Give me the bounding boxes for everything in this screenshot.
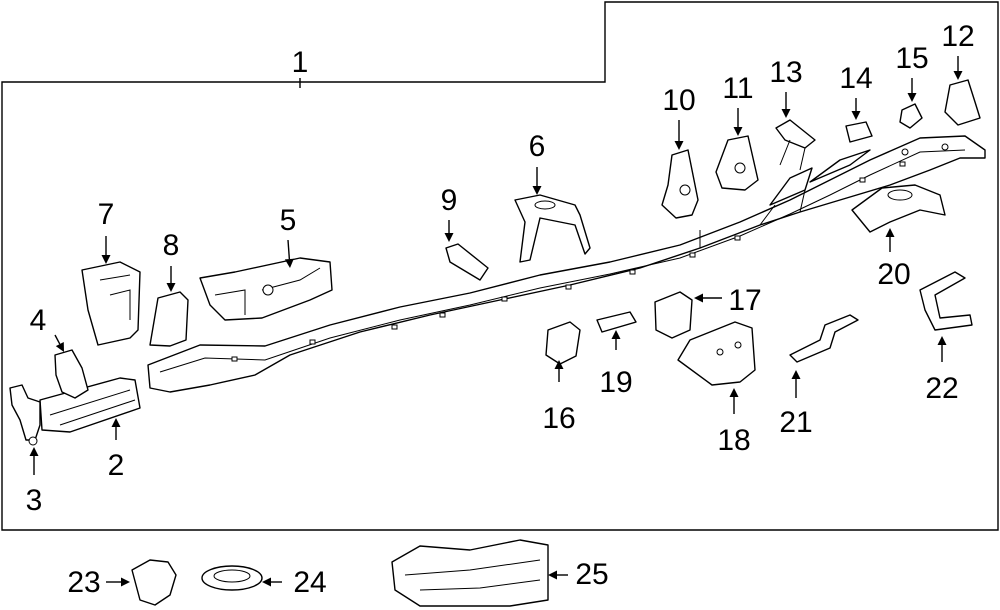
- callout-16: 16: [542, 402, 575, 435]
- callout-16-arrowhead: [554, 360, 564, 369]
- callout-20-arrowhead: [885, 228, 895, 237]
- part-12: [944, 79, 981, 126]
- callout-leaders: [29, 56, 963, 587]
- callout-18: 18: [717, 424, 750, 457]
- callout-9-arrowhead: [444, 233, 454, 242]
- callout-21: 21: [779, 406, 812, 439]
- callout-17-arrowhead: [694, 293, 703, 303]
- callout-14: 14: [839, 62, 872, 95]
- callout-10-arrowhead: [674, 141, 684, 150]
- callout-2: 2: [108, 449, 125, 482]
- part-15: [899, 103, 923, 129]
- callout-24: 24: [293, 566, 326, 599]
- callout-22-arrowhead: [937, 336, 947, 345]
- callout-23: 23: [67, 566, 100, 599]
- part-21: [789, 314, 859, 363]
- callout-6-arrowhead: [532, 186, 542, 195]
- part-13: [775, 119, 816, 149]
- callout-13-arrowhead: [781, 109, 791, 118]
- part-4: [54, 349, 89, 399]
- callout-5-leader: [287, 239, 291, 260]
- callout-8: 8: [163, 229, 180, 262]
- callout-22: 22: [925, 372, 958, 405]
- callout-25-arrowhead: [548, 570, 557, 580]
- part-19: [596, 311, 637, 333]
- callout-4: 4: [30, 304, 47, 337]
- part-2: [39, 377, 141, 433]
- callout-23-arrowhead: [121, 577, 130, 587]
- frame-rail-holes: [231, 143, 949, 362]
- callout-9: 9: [441, 184, 458, 217]
- part-9: [445, 243, 489, 281]
- callout-7: 7: [98, 198, 115, 231]
- part-23: [131, 559, 177, 606]
- part-10: [661, 149, 699, 219]
- callout-4-arrowhead: [55, 341, 64, 352]
- part-8: [149, 291, 189, 347]
- callout-19-arrowhead: [611, 330, 621, 339]
- callout-24-arrowhead: [262, 577, 271, 587]
- callout-2-arrowhead: [111, 418, 121, 427]
- part-18: [677, 321, 756, 386]
- callout-1: 1: [292, 46, 309, 79]
- callout-10: 10: [662, 84, 695, 117]
- callout-8-arrowhead: [166, 283, 176, 292]
- callout-12: 12: [941, 20, 974, 53]
- callout-14-arrowhead: [851, 111, 861, 120]
- callout-19: 19: [599, 366, 632, 399]
- part-3: [9, 384, 41, 441]
- callout-5-arrowhead: [284, 258, 294, 268]
- callout-15: 15: [895, 42, 928, 75]
- part-17: [654, 291, 693, 339]
- callout-3-arrowhead: [29, 447, 39, 456]
- callout-11-arrowhead: [733, 127, 743, 136]
- callout-21-arrowhead: [791, 370, 801, 379]
- callout-17: 17: [728, 284, 761, 317]
- callout-20: 20: [877, 258, 910, 291]
- callout-12-arrowhead: [953, 71, 963, 80]
- part-7: [81, 261, 141, 346]
- part-14: [845, 121, 873, 143]
- part-6: [514, 194, 591, 263]
- callout-25: 25: [575, 558, 608, 591]
- callout-6: 6: [529, 130, 546, 163]
- callout-7-arrowhead: [101, 255, 111, 264]
- part-11: [715, 135, 759, 191]
- callout-4-leader: [54, 334, 61, 345]
- part-22: [919, 271, 973, 331]
- assembly-frame: [1, 1, 999, 531]
- callout-11: 11: [722, 72, 753, 105]
- part-24: [201, 565, 263, 591]
- callout-3: 3: [26, 484, 43, 517]
- part-16: [545, 321, 581, 365]
- callout-15-arrowhead: [907, 93, 917, 102]
- callout-5: 5: [280, 204, 297, 237]
- part-25: [391, 539, 549, 607]
- frame-rail: [147, 135, 986, 393]
- callout-18-arrowhead: [729, 388, 739, 397]
- part-20: [851, 184, 946, 233]
- callout-13: 13: [769, 56, 802, 89]
